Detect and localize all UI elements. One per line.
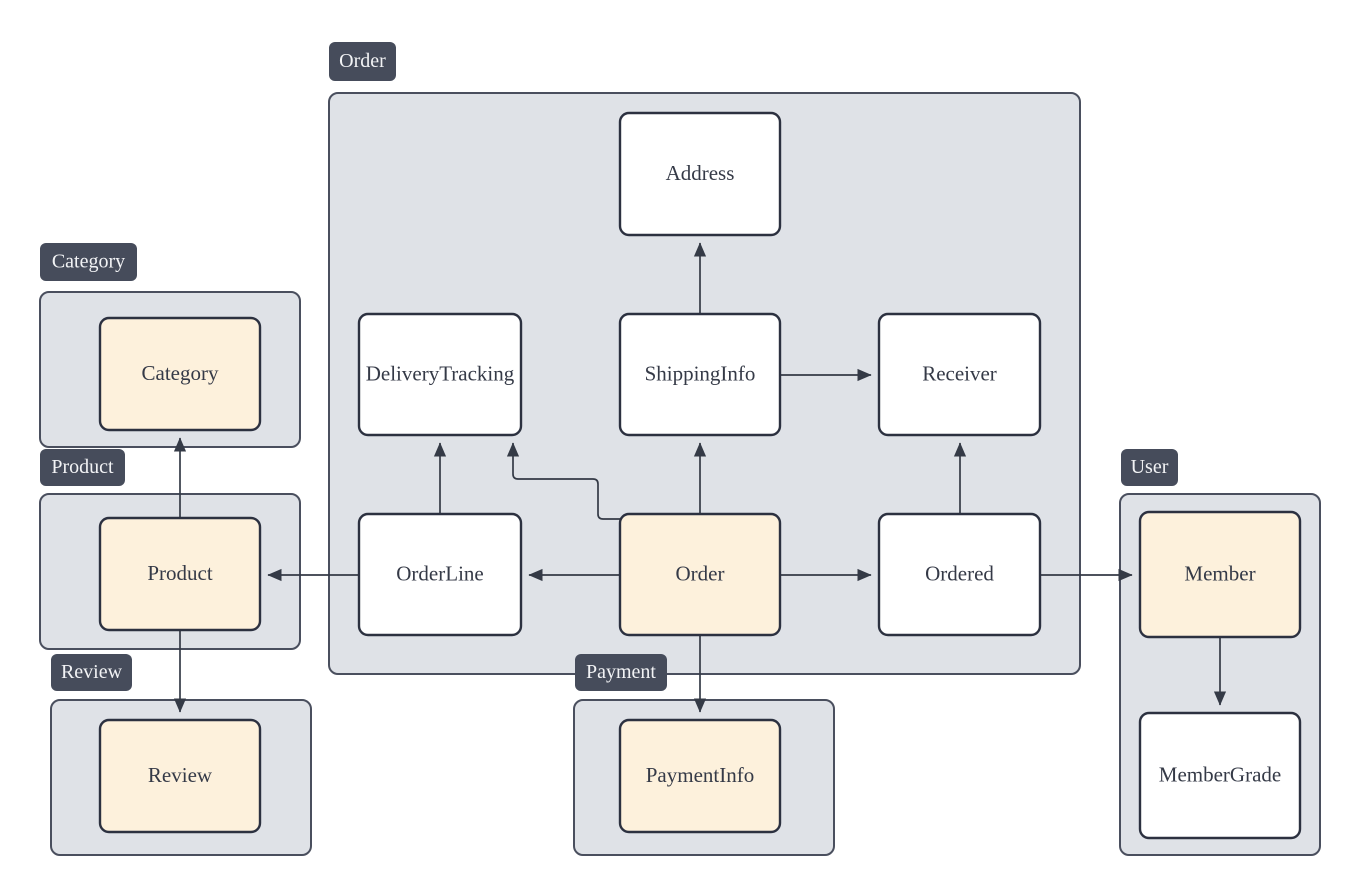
node-box-review[interactable] — [98, 718, 262, 834]
node-box-shippinginfo[interactable] — [618, 312, 782, 437]
node-box-product[interactable] — [98, 516, 262, 632]
cluster-badge-box-product[interactable] — [40, 449, 125, 486]
node-address[interactable]: Address — [618, 111, 782, 237]
cluster-badge-label-order: Order — [339, 50, 386, 72]
node-product[interactable]: Product — [98, 516, 262, 632]
edge-order-deliverytracking — [506, 442, 620, 520]
cluster-badge-category[interactable]: Category — [40, 243, 137, 281]
cluster-badge-box-order[interactable] — [329, 42, 396, 81]
node-member[interactable]: Member — [1138, 510, 1302, 639]
node-box-orderline[interactable] — [357, 512, 523, 637]
cluster-badge-review[interactable]: Review — [51, 654, 132, 691]
node-box-paymentinfo[interactable] — [618, 718, 782, 834]
node-box-member[interactable] — [1138, 510, 1302, 639]
cluster-badge-box-category[interactable] — [40, 243, 137, 281]
node-shippinginfo[interactable]: ShippingInfo — [618, 312, 782, 437]
node-membergrade[interactable]: MemberGrade — [1138, 711, 1302, 840]
node-box-order[interactable] — [618, 512, 782, 637]
cluster-badge-label-user: User — [1131, 456, 1169, 478]
node-receiver[interactable]: Receiver — [877, 312, 1042, 437]
node-box-membergrade[interactable] — [1138, 711, 1302, 840]
cluster-badge-label-review: Review — [61, 661, 123, 683]
node-label-membergrade: MemberGrade — [1159, 762, 1281, 786]
node-box-address[interactable] — [618, 111, 782, 237]
cluster-badge-label-product: Product — [51, 456, 114, 478]
edges-layer — [173, 242, 1227, 713]
node-category[interactable]: Category — [98, 316, 262, 432]
node-label-receiver: Receiver — [922, 361, 997, 385]
cluster-badge-product[interactable]: Product — [40, 449, 125, 486]
cluster-badge-box-user[interactable] — [1121, 449, 1178, 486]
node-label-paymentinfo: PaymentInfo — [646, 763, 754, 787]
node-label-address: Address — [666, 161, 735, 185]
node-label-ordered: Ordered — [925, 561, 994, 585]
cluster-badge-label-payment: Payment — [586, 661, 656, 683]
node-order[interactable]: Order — [618, 512, 782, 637]
cluster-badge-user[interactable]: User — [1121, 449, 1178, 486]
node-box-category[interactable] — [98, 316, 262, 432]
cluster-badge-order[interactable]: Order — [329, 42, 396, 81]
node-box-deliverytracking[interactable] — [357, 312, 523, 437]
node-orderline[interactable]: OrderLine — [357, 512, 523, 637]
node-box-ordered[interactable] — [877, 512, 1042, 637]
cluster-badge-payment[interactable]: Payment — [575, 654, 667, 691]
node-review[interactable]: Review — [98, 718, 262, 834]
cluster-badge-label-category: Category — [52, 251, 125, 273]
cluster-badge-box-payment[interactable] — [575, 654, 667, 691]
node-deliverytracking[interactable]: DeliveryTracking — [357, 312, 523, 437]
node-label-deliverytracking: DeliveryTracking — [366, 361, 515, 385]
node-label-order: Order — [676, 561, 725, 585]
node-label-product: Product — [147, 561, 212, 585]
node-label-shippinginfo: ShippingInfo — [645, 361, 756, 385]
node-label-review: Review — [148, 763, 213, 787]
node-ordered[interactable]: Ordered — [877, 512, 1042, 637]
node-label-orderline: OrderLine — [396, 561, 483, 585]
node-label-category: Category — [142, 361, 219, 385]
node-label-member: Member — [1184, 561, 1255, 585]
node-box-receiver[interactable] — [877, 312, 1042, 437]
node-paymentinfo[interactable]: PaymentInfo — [618, 718, 782, 834]
cluster-badge-box-review[interactable] — [51, 654, 132, 691]
